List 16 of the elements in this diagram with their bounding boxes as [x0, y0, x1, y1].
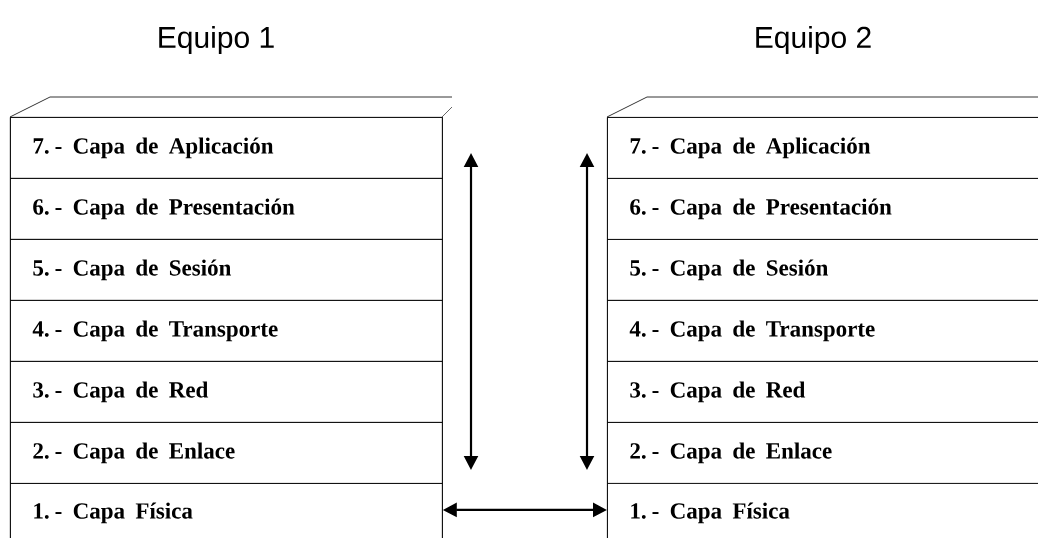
layer-box: 6. - Capa de Presentación: [607, 178, 1038, 240]
layer-box: 3. - Capa de Red: [10, 361, 443, 423]
layer-box: 5. - Capa de Sesión: [607, 239, 1038, 301]
layer-box: 3. - Capa de Red: [607, 361, 1038, 423]
layer-box: 4. - Capa de Transporte: [607, 300, 1038, 362]
node-label: Equipo 1: [159, 26, 274, 54]
layer-box: 2. - Capa de Enlace: [10, 422, 443, 484]
layer-box: 7. - Capa de Aplicación: [10, 117, 443, 179]
layer-box: 2. - Capa de Enlace: [607, 422, 1038, 484]
layer-box: 1. - Capa Física: [607, 483, 1038, 538]
node-label: Equipo 2: [756, 26, 871, 54]
layer-box: 7. - Capa de Aplicación: [607, 117, 1038, 179]
layer-box: 1. - Capa Física: [10, 483, 443, 538]
layer-box: 4. - Capa de Transporte: [10, 300, 443, 362]
layer-box: 5. - Capa de Sesión: [10, 239, 443, 301]
layer-box: 6. - Capa de Presentación: [10, 178, 443, 240]
